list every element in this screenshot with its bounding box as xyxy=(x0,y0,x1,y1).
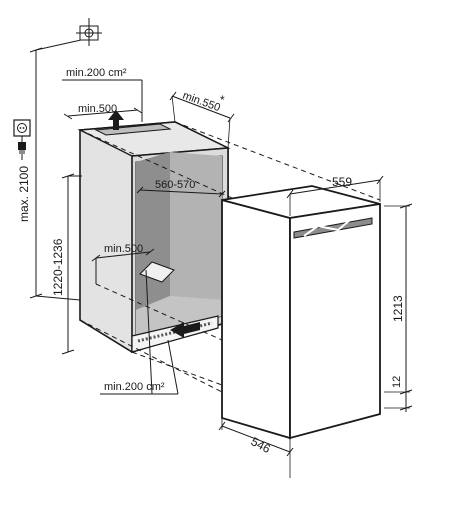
dim-bottom-vent: min.200 cm² xyxy=(100,269,179,395)
max-height-label: max. 2100 xyxy=(17,166,31,222)
niche-inner-side xyxy=(170,152,222,300)
appliance-height-label: 1213 xyxy=(391,295,405,322)
dim-floor-depth: min.500 xyxy=(91,243,155,284)
top-vent-label: min.200 cm² xyxy=(66,67,127,79)
niche-back-wall xyxy=(136,152,170,310)
niche-width-label: 560-570 xyxy=(155,179,195,191)
dim-plinth: 12 xyxy=(384,376,413,412)
floor-depth-label: min.500 xyxy=(104,243,143,255)
dim-appliance-width: 559 xyxy=(286,175,384,216)
dim-niche-height: 1220-1236 xyxy=(51,173,82,355)
top-vent-slot xyxy=(94,123,172,136)
appliance-front xyxy=(289,202,381,440)
dim-top-vent: min.200 cm² xyxy=(62,67,143,122)
appliance-width-label: 559 xyxy=(332,175,352,189)
plug-icon xyxy=(18,136,26,160)
dim-appliance-height: 1213 xyxy=(384,203,413,395)
appliance xyxy=(221,185,381,440)
water-connection-icon xyxy=(76,18,102,46)
niche-cabinet xyxy=(77,121,231,354)
top-depth-label: min.500 xyxy=(78,103,117,115)
dim-max-height: max. 2100 xyxy=(17,37,91,301)
niche-height-label: 1220-1236 xyxy=(51,238,65,296)
appliance-side xyxy=(221,198,291,440)
niche-depth-label: min.550 xyxy=(181,90,222,115)
bottom-vent-label: min.200 cm² xyxy=(104,381,165,393)
plinth-label: 12 xyxy=(391,376,403,388)
dim-top-depth: min.500 xyxy=(63,103,143,120)
airflow-up-arrow-icon xyxy=(108,110,124,130)
niche-depth-star: * xyxy=(220,93,225,107)
airflow-in-arrow-icon xyxy=(170,322,200,338)
floor-vent-slot xyxy=(139,261,175,283)
power-outlet-icon xyxy=(13,119,31,137)
dim-niche-width: 560-570 xyxy=(136,179,226,198)
